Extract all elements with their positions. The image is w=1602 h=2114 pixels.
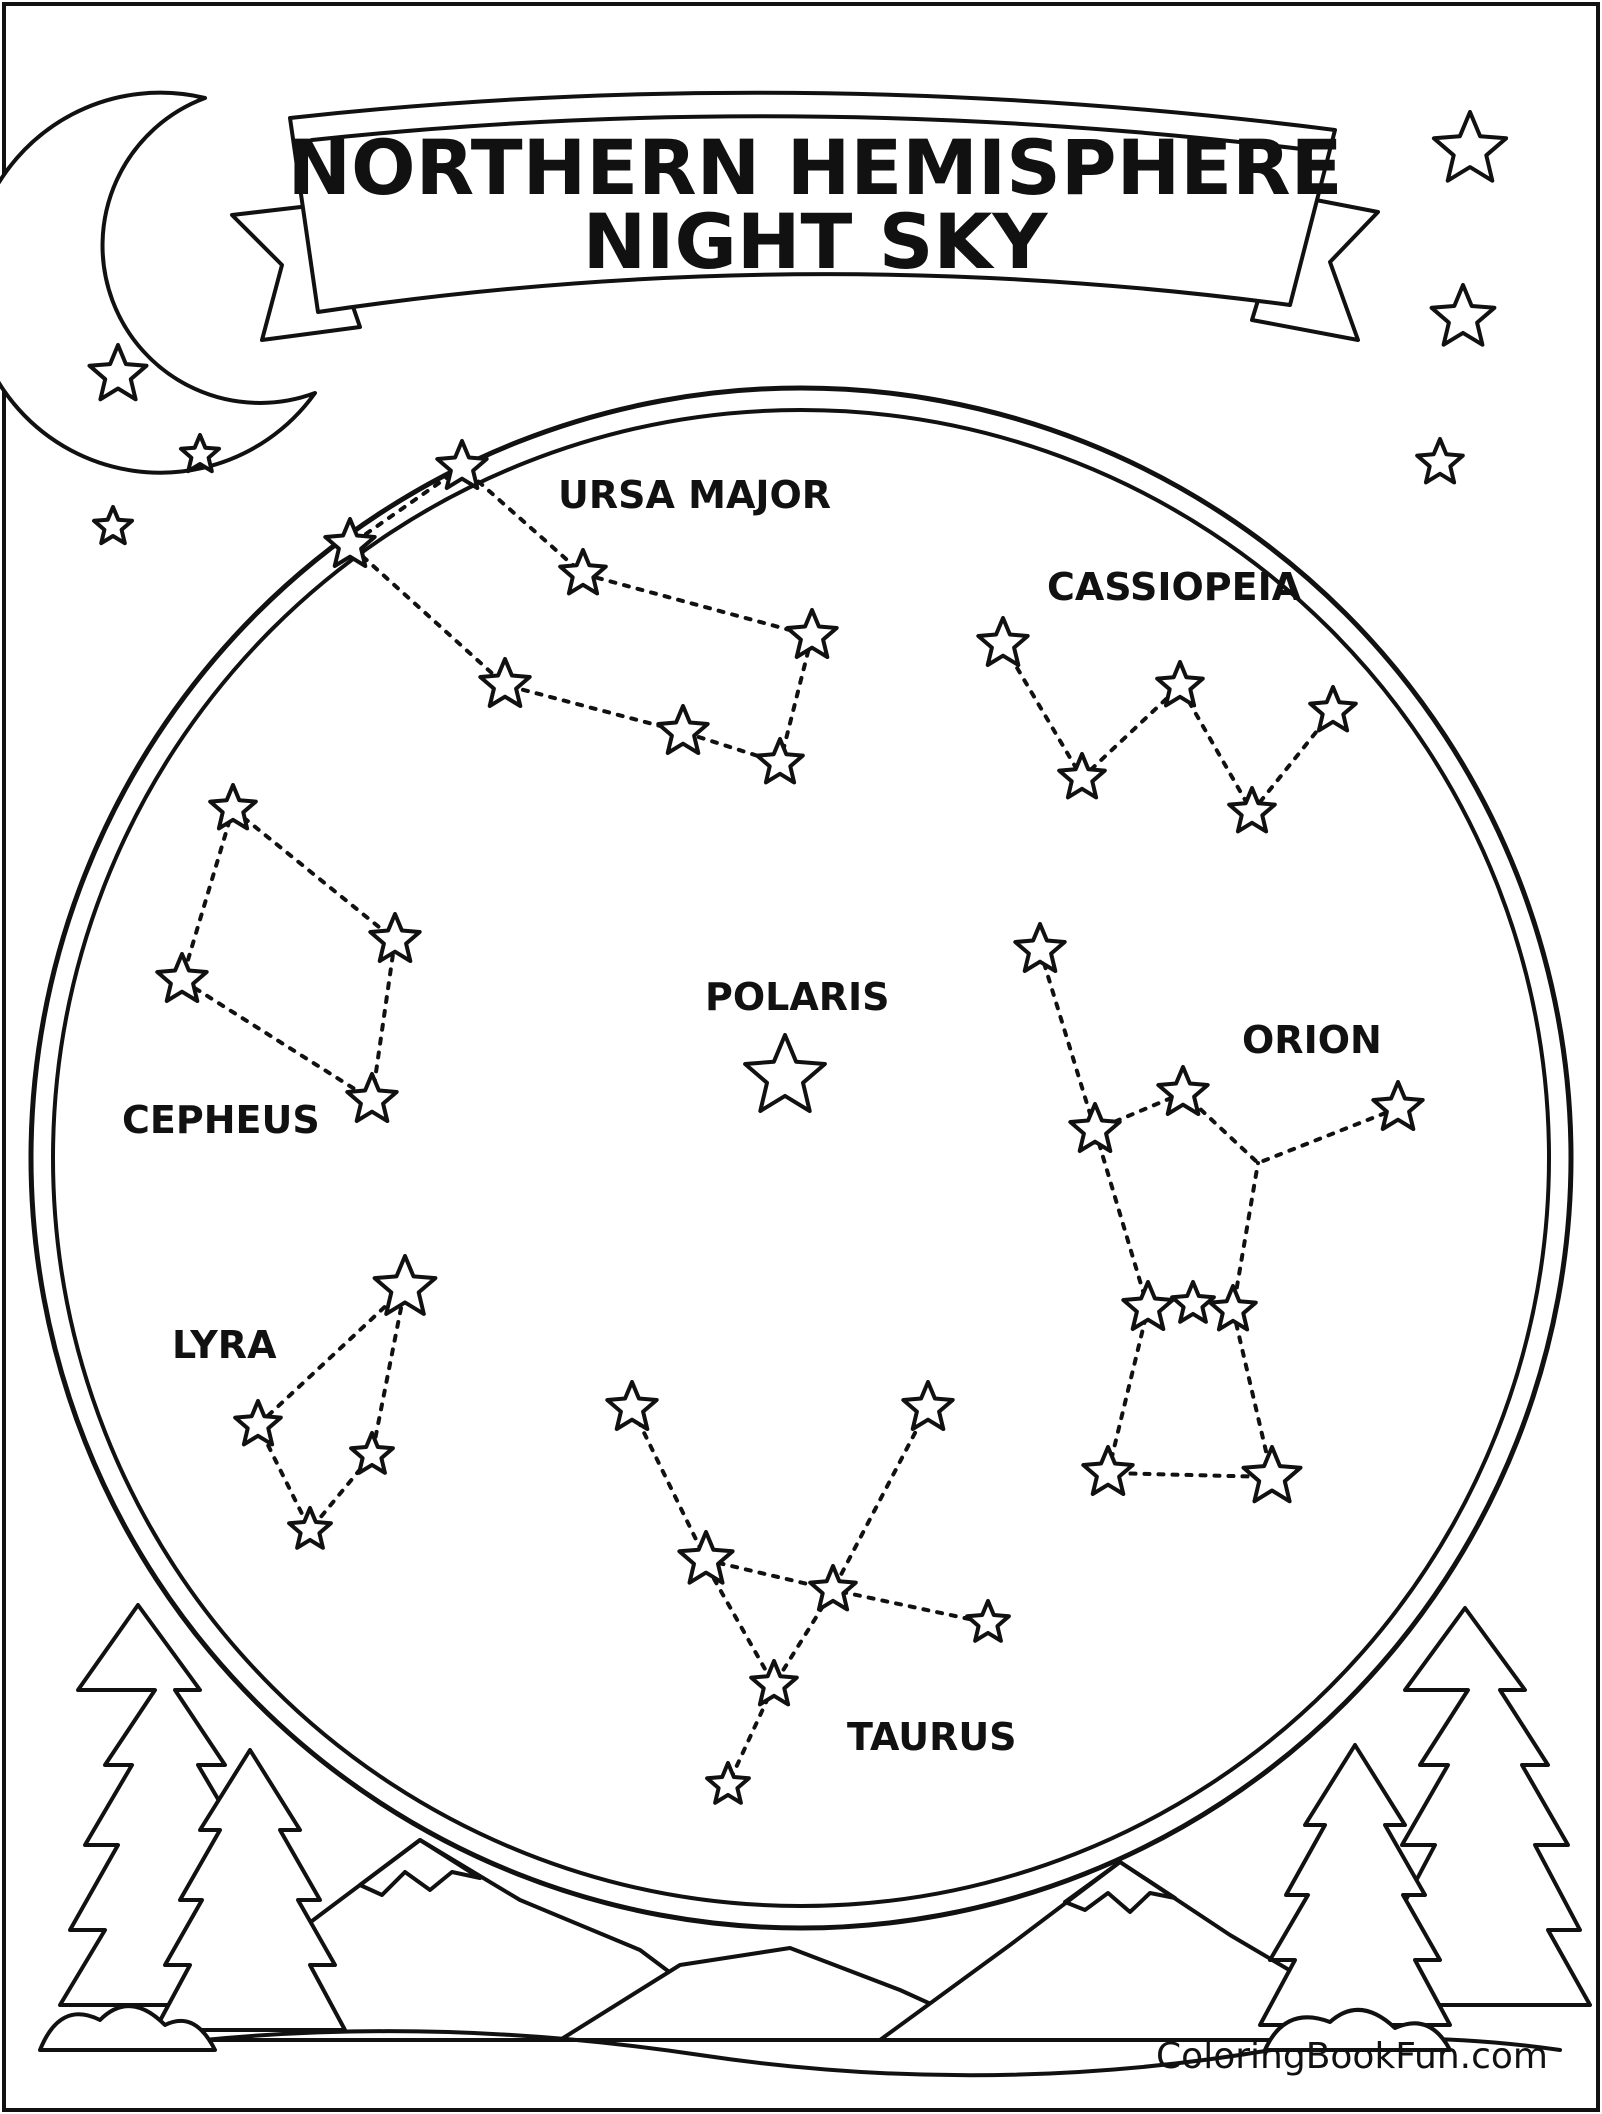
star-icon [435, 439, 489, 490]
ursa-major-lines [346, 465, 815, 766]
star-icon [1241, 1445, 1303, 1504]
label-cassiopeia: CASSIOPEIA [1047, 565, 1302, 609]
star-icon [323, 517, 377, 568]
star-icon [705, 1761, 751, 1805]
label-polaris: POLARIS [705, 975, 890, 1019]
star-icon [87, 343, 149, 402]
star-icon [1068, 1102, 1122, 1153]
star-icon [656, 704, 710, 755]
star-icon [345, 1072, 399, 1123]
star-icon [677, 1530, 735, 1585]
star-icon [1156, 1065, 1210, 1116]
star-icon [1170, 1280, 1216, 1324]
sky-circle-outer [28, 385, 1574, 1931]
star-icon [1081, 1445, 1135, 1496]
star-icon [785, 608, 839, 659]
taurus-lines-2 [703, 1406, 930, 1689]
star-icon [976, 616, 1030, 667]
star-icon [287, 1506, 333, 1550]
star-icon [1121, 1280, 1175, 1331]
label-orion: ORION [1242, 1018, 1382, 1062]
star-icon [749, 1659, 799, 1707]
star-icon [1429, 283, 1497, 347]
landscape [38, 1603, 1592, 2078]
sky-circle-inner [51, 408, 1551, 1908]
star-icon [965, 1599, 1011, 1643]
star-icon [92, 505, 134, 546]
title-line-1: NORTHERN HEMISPHERE [287, 123, 1342, 212]
star-icon [1057, 752, 1107, 800]
star-icon [208, 783, 258, 831]
star-icon [155, 952, 209, 1003]
star-icon [558, 548, 608, 596]
star-icon [808, 1564, 858, 1612]
label-lyra: LYRA [172, 1323, 277, 1367]
mountain-snowcap-left [358, 1838, 482, 1897]
star-icon [1155, 660, 1205, 708]
title-line-2: NIGHT SKY [583, 197, 1049, 286]
star-icon [743, 1033, 827, 1113]
star-icon [372, 1254, 438, 1316]
mountain-snowcap-right [1063, 1860, 1177, 1914]
star-icon [1431, 110, 1509, 183]
orion-lines-body [1093, 1128, 1275, 1480]
stars-layer [87, 110, 1509, 1805]
star-icon [1371, 1080, 1425, 1131]
star-icon [1308, 685, 1358, 733]
star-icon [349, 1431, 395, 1475]
moon-icon [0, 90, 317, 475]
constellation-labels: URSA MAJOR CASSIOPEIA CEPHEUS POLARIS OR… [122, 473, 1382, 1759]
star-icon [605, 1380, 659, 1431]
label-cepheus: CEPHEUS [122, 1098, 320, 1142]
star-icon [1013, 922, 1067, 973]
pine-tree-icon [153, 1748, 347, 2032]
star-icon [1415, 437, 1465, 485]
cassiopeia-lines [1001, 642, 1335, 816]
star-icon [1208, 1284, 1258, 1332]
banner-body [288, 90, 1337, 314]
title-banner: NORTHERN HEMISPHERE NIGHT SKY [230, 90, 1380, 342]
star-icon [179, 433, 221, 474]
star-icon [233, 1399, 283, 1447]
star-icon [368, 912, 422, 963]
star-icon [1227, 786, 1277, 834]
bush-right [1263, 2007, 1452, 2052]
label-ursa-major: URSA MAJOR [558, 473, 831, 517]
taurus-lines-1 [630, 1406, 990, 1625]
cepheus-lines [179, 807, 398, 1104]
star-icon [478, 657, 532, 708]
site-credit: ColoringBookFun.com [1156, 2036, 1548, 2077]
banner-inner-line [310, 114, 1312, 152]
lyra-lines [255, 1286, 407, 1534]
bush-left [38, 2004, 217, 2052]
star-icon [755, 737, 805, 785]
constellation-lines [179, 465, 1400, 1787]
pine-tree-icon [1378, 1606, 1592, 2007]
label-taurus: TAURUS [847, 1715, 1017, 1759]
pine-tree-icon [1258, 1743, 1452, 2027]
star-icon [901, 1380, 955, 1431]
